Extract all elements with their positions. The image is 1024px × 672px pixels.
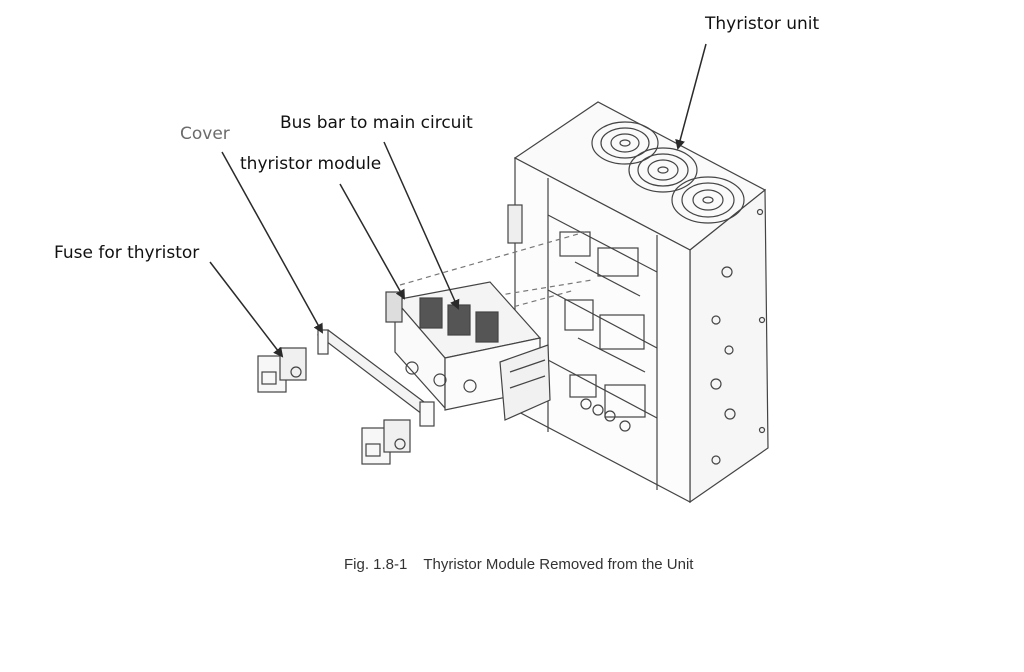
cooling-fans [591,121,745,224]
label-thyristor-module: thyristor module [240,154,382,174]
label-bus-bar: Bus bar to main circuit [280,113,473,133]
leader-cover [221,151,323,334]
label-cover: Cover [180,124,230,144]
cover-plate [316,329,435,427]
side-panel-holes [710,208,766,465]
leader-fuse [209,261,284,358]
fuse-lower [361,419,411,465]
mounting-bracket [507,204,523,244]
leader-thyristor-module [339,183,405,300]
figure-title: Thyristor Module Removed from the Unit [423,556,694,573]
label-thyristor-unit: Thyristor unit [705,14,820,34]
fuse-upper [257,347,307,393]
figure-caption: Fig. 1.8-1 Thyristor Module Removed from … [344,556,693,573]
label-fuse: Fuse for thyristor [54,243,200,263]
leader-bus-bar [383,141,460,310]
internal-modules [559,231,646,432]
thyristor-module-assembly [385,281,551,421]
figure-number: Fig. 1.8-1 [344,556,408,573]
thyristor-unit-cabinet [507,101,769,504]
leader-thyristor-unit [675,43,707,150]
